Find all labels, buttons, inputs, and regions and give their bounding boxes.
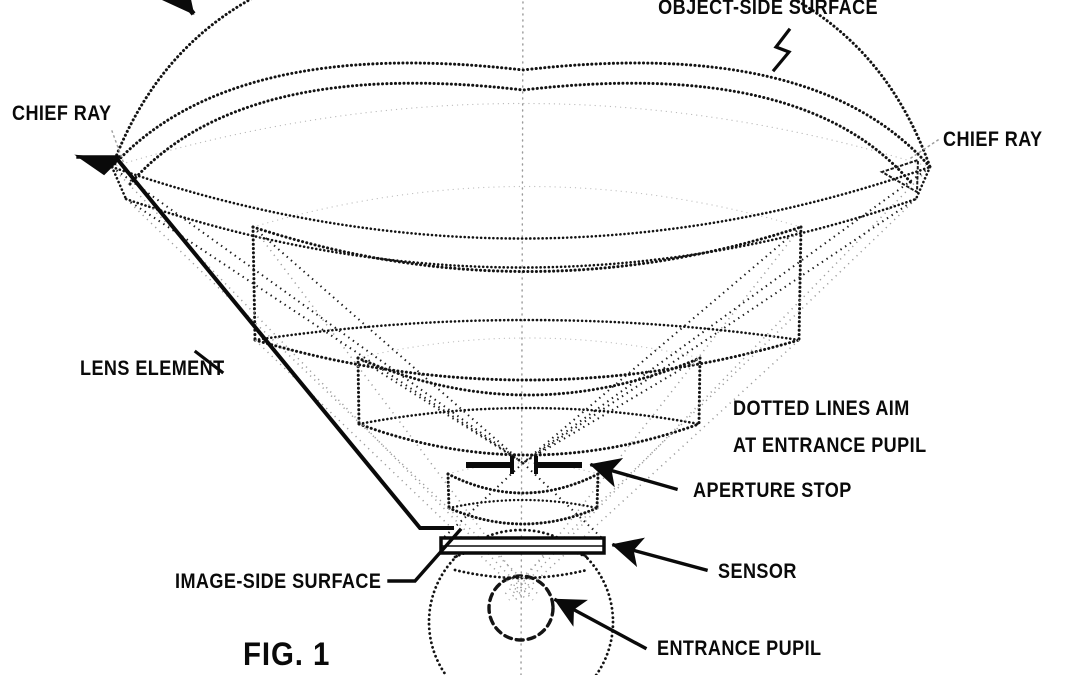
lens2-top-back xyxy=(357,337,701,359)
label-dotted-lines-aim: DOTTED LINES AIM xyxy=(733,397,910,421)
lens2-bottom-back xyxy=(357,406,701,426)
aiming-dotted-lines xyxy=(111,166,931,601)
object-side-leader xyxy=(771,27,792,73)
aim-line-barrel-bl xyxy=(254,339,528,601)
lens3-bottom-back xyxy=(447,498,599,510)
chief-ray-left-tick xyxy=(111,130,125,165)
label-chief-ray-right: CHIEF RAY xyxy=(943,128,1043,152)
dome-image-side-surface xyxy=(110,61,932,169)
lens2-wall-right xyxy=(697,356,702,426)
cone-ray-left-a xyxy=(111,166,524,464)
dome-rim-front xyxy=(110,165,932,240)
sensor-arrow xyxy=(611,537,709,573)
top-stray-arrow xyxy=(148,0,196,16)
dome-image-side-surface-2 xyxy=(128,81,914,186)
entrance-pupil-circle xyxy=(487,574,555,642)
dome-rim-back xyxy=(111,102,931,168)
cone-ray-left-b xyxy=(125,198,524,464)
aim-line-barrel-br xyxy=(514,339,800,601)
barrel-top-back xyxy=(252,185,802,228)
chief-ray-cone xyxy=(111,166,931,541)
leader-lines xyxy=(74,0,940,651)
barrel-bottom-front xyxy=(253,338,801,382)
chief-ray-left-line xyxy=(115,157,454,530)
label-at-entrance-pupil: AT ENTRANCE PUPIL xyxy=(733,434,927,458)
cone-ray-out-left xyxy=(440,462,524,541)
cone-ray-mid-left xyxy=(252,226,524,464)
cone-ray-low-right xyxy=(522,357,701,464)
lens2-wall-left xyxy=(356,356,361,426)
aperture-stop-arrow xyxy=(589,457,679,492)
lens-element-leader xyxy=(193,349,225,375)
figure-caption: FIG. 1 xyxy=(243,636,330,672)
cone-ray-mid-right xyxy=(522,226,802,464)
label-sensor: SENSOR xyxy=(718,560,797,584)
barrel-bottom-back xyxy=(253,318,801,342)
dome-flange-rim xyxy=(124,197,918,269)
pupil-outer-sphere xyxy=(427,528,615,675)
lens3-wall-left xyxy=(446,472,451,510)
sensor-glyph xyxy=(439,536,606,555)
dome-flange-left xyxy=(110,165,128,201)
lens3-bottom-front xyxy=(447,506,599,526)
lens2-top-front xyxy=(356,356,702,397)
barrel-wall-left xyxy=(251,225,257,342)
label-aperture-stop: APERTURE STOP xyxy=(693,479,852,503)
barrel-wall-right xyxy=(797,225,803,342)
dome-flange-right xyxy=(914,165,932,201)
aim-line-left-outer xyxy=(111,166,534,601)
entrance-pupil-arrow xyxy=(553,597,648,651)
figure-labels: OBJECT-SIDE SURFACE CHIEF RAY CHIEF RAY … xyxy=(12,0,1043,672)
dome-object-side-surface xyxy=(110,0,932,169)
pupil-sphere-equator xyxy=(453,568,589,580)
optical-axis xyxy=(520,0,524,675)
lens3-top-front xyxy=(446,472,600,495)
label-chief-ray-left: CHIEF RAY xyxy=(12,102,112,126)
lens3-wall-right xyxy=(595,472,600,510)
cone-ray-right-b xyxy=(522,198,917,464)
chief-ray-right-head xyxy=(879,158,920,194)
cone-ray-low-left xyxy=(357,357,524,464)
label-entrance-pupil: ENTRANCE PUPIL xyxy=(657,637,822,661)
aim-line-right-outer xyxy=(508,166,931,601)
barrel-top-front xyxy=(251,225,803,273)
lens2-bottom-front xyxy=(357,422,701,457)
label-image-side-surface: IMAGE-SIDE SURFACE xyxy=(175,570,381,594)
image-side-leader xyxy=(387,527,463,583)
chief-ray-right-tick xyxy=(906,138,940,162)
label-object-side-surface: OBJECT-SIDE SURFACE xyxy=(658,0,878,19)
label-lens-element: LENS ELEMENT xyxy=(80,357,225,381)
aperture-stop-glyph xyxy=(466,456,582,474)
